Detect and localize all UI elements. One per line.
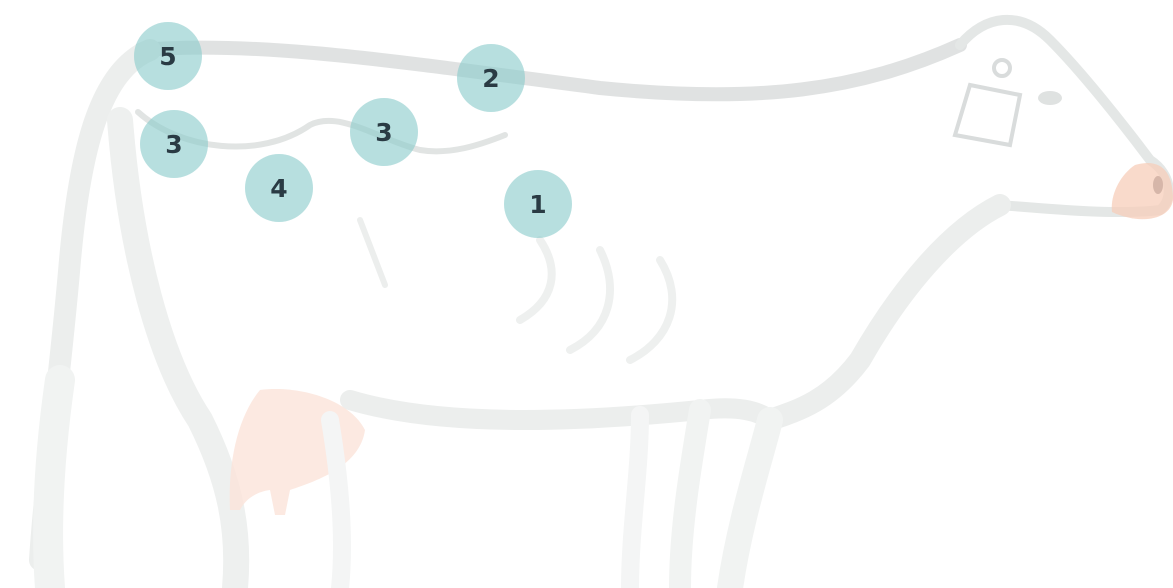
marker-label: 5: [159, 44, 176, 69]
body-marker-3-hip[interactable]: 3: [350, 98, 418, 166]
marker-label: 3: [375, 120, 392, 145]
cow-chest-outline: [770, 205, 1000, 420]
body-marker-3-rear[interactable]: 3: [140, 110, 208, 178]
marker-label: 2: [482, 66, 499, 91]
marker-label: 4: [270, 176, 287, 201]
cow-hind-leg: [120, 120, 236, 588]
ear-tag: [955, 85, 1020, 145]
body-marker-2[interactable]: 2: [457, 44, 525, 112]
body-marker-4[interactable]: 4: [245, 154, 313, 222]
marker-label: 3: [165, 132, 182, 157]
cow-front-leg: [730, 420, 770, 588]
body-marker-5[interactable]: 5: [134, 22, 202, 90]
cow-back-line: [140, 45, 960, 94]
body-marker-1[interactable]: 1: [504, 170, 572, 238]
cow-eye: [1038, 91, 1062, 105]
cow-nose: [1112, 163, 1173, 219]
marker-label: 1: [529, 192, 546, 217]
